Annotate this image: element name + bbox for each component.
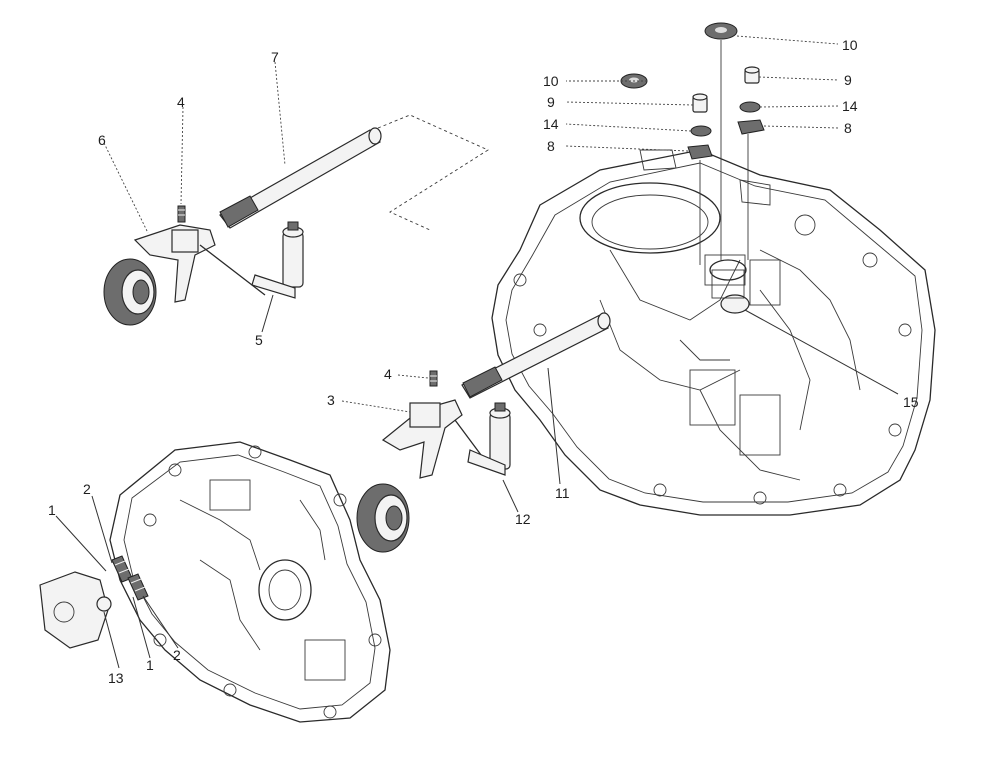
- callout-10-mid: 10: [543, 73, 559, 89]
- callout-3: 3: [327, 392, 335, 408]
- detent-parts-right: [620, 22, 765, 265]
- transmission-case: [491, 149, 936, 516]
- callout-11: 11: [555, 485, 570, 501]
- front-cover-housing: [39, 441, 391, 723]
- callout-6: 6: [98, 132, 106, 148]
- callout-9-left: 9: [547, 94, 555, 110]
- callout-1-bottom: 1: [146, 657, 154, 673]
- callout-labels: 10 10 9 9 14 14 8 8 7 4 6 5 15 4 3 11 12…: [48, 37, 919, 686]
- callout-14-left: 14: [543, 116, 559, 132]
- callout-2-top: 2: [83, 481, 91, 497]
- callout-8-left: 8: [547, 138, 555, 154]
- upper-shift-assembly: [103, 114, 489, 326]
- callout-13: 13: [108, 670, 124, 686]
- callout-10-top: 10: [842, 37, 858, 53]
- callout-4-mid: 4: [384, 366, 392, 382]
- callout-7: 7: [271, 49, 279, 65]
- callout-15: 15: [903, 394, 919, 410]
- callout-8-right: 8: [844, 120, 852, 136]
- callout-2-bottom: 2: [173, 647, 181, 663]
- leader-lines: [55, 35, 899, 669]
- middle-shift-assembly: [356, 312, 611, 553]
- callout-5: 5: [255, 332, 263, 348]
- callout-9-right: 9: [844, 72, 852, 88]
- callout-1-top: 1: [48, 502, 56, 518]
- callout-12: 12: [515, 511, 531, 527]
- callout-14-right: 14: [842, 98, 858, 114]
- callout-4-top: 4: [177, 94, 185, 110]
